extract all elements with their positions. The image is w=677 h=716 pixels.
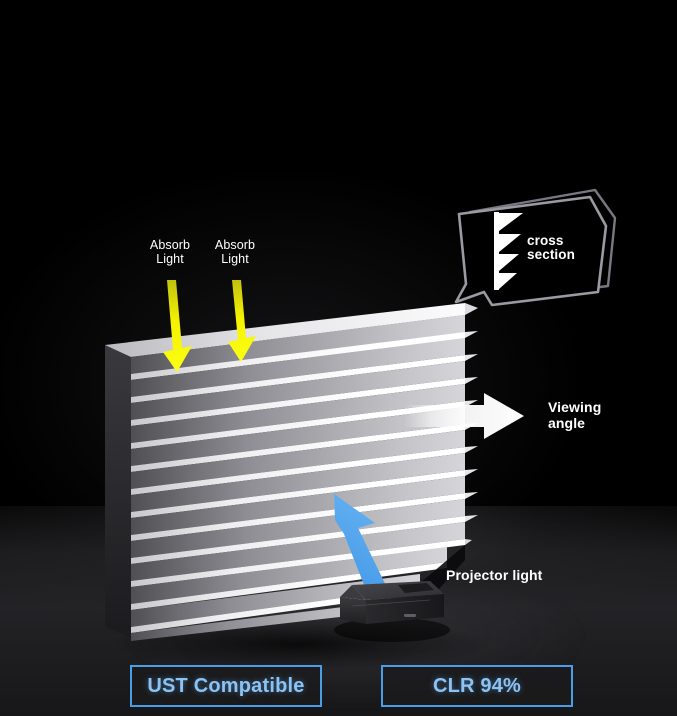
projector-lens-recess: [398, 583, 434, 593]
projector-device: [334, 581, 450, 642]
panel-left-edge-face: [105, 345, 131, 638]
absorb-light-arrow-right: [228, 280, 256, 362]
badge-ust-compatible[interactable]: UST Compatible: [130, 665, 322, 707]
cross-section-callout: [454, 188, 617, 307]
callout-outline-front: [454, 195, 608, 307]
badge-clr-rating[interactable]: CLR 94%: [381, 665, 573, 707]
absorb-light-label-right: Absorb Light: [214, 238, 256, 266]
projector-light-arrow: [334, 494, 392, 605]
projector-indicator: [404, 614, 416, 617]
callout-sawtooth-diagram: [494, 212, 523, 290]
projector-light-label: Projector light: [446, 567, 543, 583]
absorb-light-label-left: Absorb Light: [149, 238, 191, 266]
viewing-angle-arrow: [404, 393, 524, 439]
panel-top-slab: [105, 303, 465, 357]
viewing-angle-label: Viewing angle: [548, 399, 602, 431]
projector-front-face: [340, 597, 366, 624]
cross-section-label: cross section: [527, 233, 575, 263]
projector-long-front: [366, 594, 444, 624]
absorb-light-arrow-left: [163, 280, 192, 372]
